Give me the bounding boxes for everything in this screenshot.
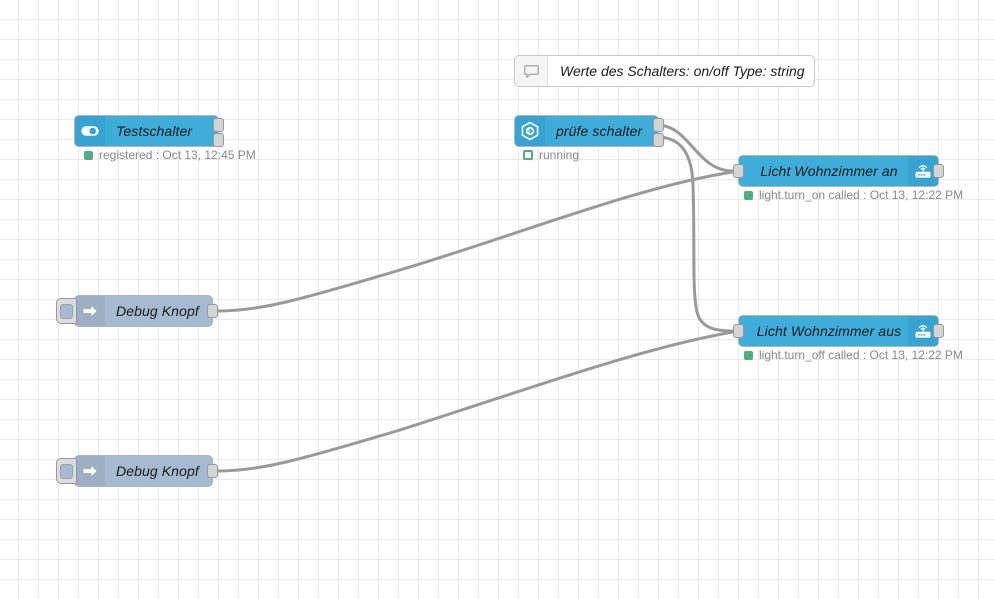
comment-icon [515,56,548,86]
inject-arrow-icon [75,456,105,486]
node-debug-knopf-1[interactable]: Debug Knopf [56,295,218,327]
node-label: Debug Knopf [116,463,199,479]
wire-pruefe-out1-to-licht-an [655,123,735,173]
output-port[interactable] [933,164,944,178]
output-port-1[interactable] [653,118,664,132]
node-testschalter[interactable]: Testschalter [74,115,224,147]
status-licht-an: light.turn_on called : Oct 13, 12:22 PM [744,188,963,202]
status-text: light.turn_off called : Oct 13, 12:22 PM [759,348,963,362]
wire-debug2-to-licht-aus [216,330,735,473]
node-debug-knopf-2[interactable]: Debug Knopf [56,455,218,487]
node-licht-wohnzimmer-an[interactable]: Licht Wohnzimmer an [733,155,944,187]
status-ring-icon [523,150,533,160]
status-dot-icon [744,350,753,360]
status-pruefe-schalter: running [523,148,579,162]
node-label: Testschalter [116,123,193,139]
input-port[interactable] [733,164,744,178]
inject-trigger-button[interactable] [56,458,77,484]
node-label: Licht Wohnzimmer an [760,163,898,179]
inject-button-inner [60,303,73,319]
status-text: registered : Oct 13, 12:45 PM [99,148,256,162]
output-port[interactable] [207,304,218,318]
output-port[interactable] [207,464,218,478]
output-port[interactable] [933,324,944,338]
output-port-1[interactable] [213,118,224,132]
node-label: Debug Knopf [116,303,199,319]
switch-node-icon [515,116,545,146]
node-label: prüfe schalter [556,123,643,139]
status-dot-icon [84,150,93,160]
output-port-2[interactable] [653,133,664,147]
inject-trigger-button[interactable] [56,298,77,324]
wire-pruefe-out2-to-licht-aus [655,135,735,333]
wire-debug1-to-licht-an [216,170,735,313]
input-port[interactable] [733,324,744,338]
comment-text: Werte des Schalters: on/off Type: string [560,63,805,79]
node-label: Licht Wohnzimmer aus [756,323,902,339]
output-port-2[interactable] [213,133,224,147]
inject-button-inner [60,463,73,479]
status-testschalter: registered : Oct 13, 12:45 PM [84,148,256,162]
comment-node[interactable]: Werte des Schalters: on/off Type: string [514,55,815,87]
status-dot-icon [744,190,753,200]
toggle-switch-icon [75,116,105,146]
node-licht-wohnzimmer-aus[interactable]: Licht Wohnzimmer aus [733,315,944,347]
status-text: running [539,148,580,162]
status-licht-aus: light.turn_off called : Oct 13, 12:22 PM [744,348,963,362]
status-text: light.turn_on called : Oct 13, 12:22 PM [759,188,964,202]
node-pruefe-schalter[interactable]: prüfe schalter [514,115,664,147]
inject-arrow-icon [75,296,105,326]
